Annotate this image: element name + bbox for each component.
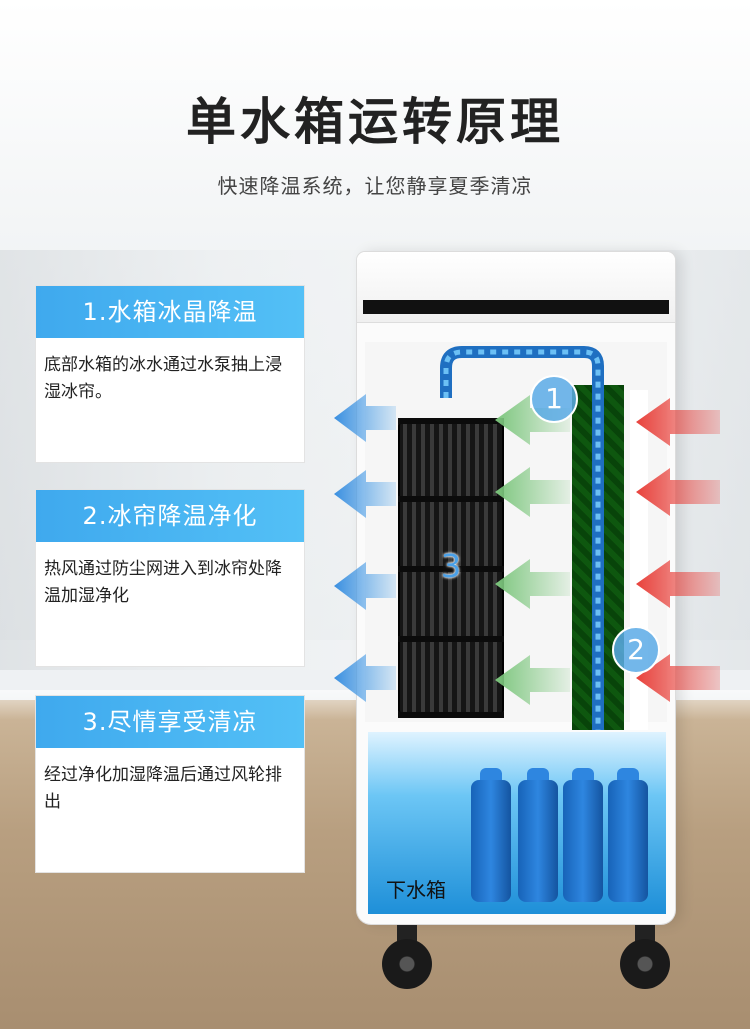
fan-ring — [398, 636, 504, 642]
page-subtitle: 快速降温系统，让您静享夏季清凉 — [217, 174, 533, 198]
panel-body: 热风通过防尘网进入到冰帘处降温加湿净化 — [44, 559, 282, 606]
cool-air-arrow-icon — [334, 562, 396, 610]
panel-body: 底部水箱的冰水通过水泵抽上浸湿冰帘。 — [44, 355, 282, 402]
fan-ring — [398, 566, 504, 572]
info-panel-2: 2.冰帘降温净化 热风通过防尘网进入到冰帘处降温加湿净化 — [36, 490, 304, 666]
fan-ring — [398, 496, 504, 502]
filtered-air-arrow-icon — [495, 467, 570, 517]
ice-pack — [518, 780, 558, 902]
ice-pack — [471, 780, 511, 902]
device-air-outlet — [363, 300, 669, 314]
water-flow-arrow-icon — [443, 349, 601, 730]
caster-wheel — [620, 925, 670, 989]
panel-body: 经过净化加湿降温后通过风轮排出 — [44, 765, 282, 812]
hot-air-arrow-icon — [636, 654, 720, 702]
marker-3: 3 — [440, 547, 462, 585]
cool-air-arrow-icon — [334, 394, 396, 442]
wheel-mount — [635, 925, 655, 943]
fan-ring — [398, 712, 504, 718]
hot-air-arrow-icon — [636, 398, 720, 446]
panel-heading: 1.水箱冰晶降温 — [36, 286, 304, 338]
cool-air-arrow-icon — [334, 470, 396, 518]
wheel-tire — [620, 939, 670, 989]
filtered-air-arrow-icon — [495, 395, 570, 445]
hot-air-arrow-icon — [636, 560, 720, 608]
caster-wheel — [382, 925, 432, 989]
page-title: 单水箱运转原理 — [186, 93, 564, 151]
wheel-mount — [397, 925, 417, 943]
ice-pack — [608, 780, 648, 902]
tank-label: 下水箱 — [386, 878, 446, 902]
info-panel-3: 3.尽情享受清凉 经过净化加湿降温后通过风轮排出 — [36, 696, 304, 872]
filtered-air-arrow-icon — [495, 559, 570, 609]
hot-air-arrow-icon — [636, 468, 720, 516]
ice-pack — [563, 780, 603, 902]
filtered-air-arrow-icon — [495, 655, 570, 705]
panel-heading: 3.尽情享受清凉 — [36, 696, 304, 748]
fan-ring — [398, 418, 504, 424]
panel-heading: 2.冰帘降温净化 — [36, 490, 304, 542]
info-panel-1: 1.水箱冰晶降温 底部水箱的冰水通过水泵抽上浸湿冰帘。 — [36, 286, 304, 462]
fan-wheel — [398, 418, 504, 718]
cool-air-arrow-icon — [334, 654, 396, 702]
marker-1: 1 — [530, 375, 578, 423]
marker-2: 2 — [612, 626, 660, 674]
wheel-tire — [382, 939, 432, 989]
